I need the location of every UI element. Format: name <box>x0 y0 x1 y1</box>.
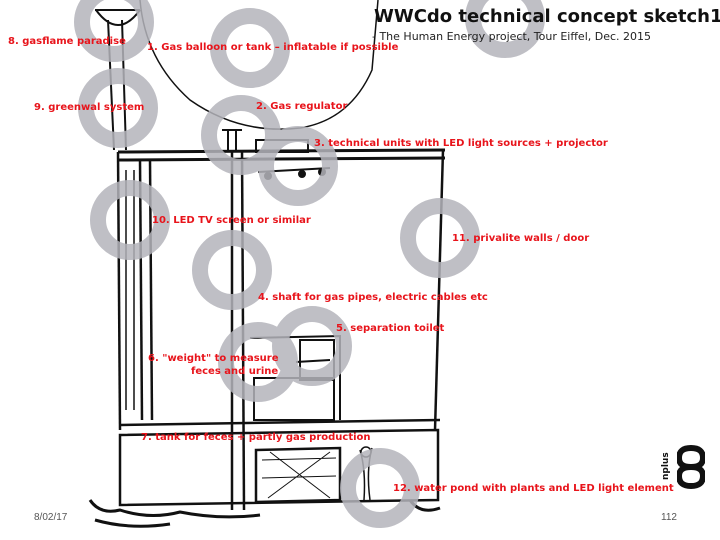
label-8: 8. gasflame paradise <box>8 36 126 47</box>
cabin-walls <box>116 149 445 511</box>
page-number: 112 <box>661 512 677 523</box>
label-6: 6. "weight" to measure <box>148 353 279 364</box>
marker-11 <box>400 198 480 278</box>
label-1: 1. Gas balloon or tank – inflatable if p… <box>147 42 399 53</box>
marker-circles <box>74 0 545 528</box>
logo-text: nplus <box>661 452 671 480</box>
label-11: 11. privalite walls / door <box>452 233 590 244</box>
marker-12 <box>340 448 420 528</box>
page-title: WWCdo technical concept sketch1 <box>374 6 720 27</box>
label-4: 4. shaft for gas pipes, electric cables … <box>258 292 488 303</box>
label-10: 10. LED TV screen or similar <box>152 215 311 226</box>
label-3: 3. technical units with LED light source… <box>314 138 608 149</box>
label-7: 7. tank for feces + partly gas productio… <box>141 432 371 443</box>
marker-top <box>465 0 545 58</box>
marker-6 <box>218 322 298 402</box>
marker-9 <box>78 68 158 148</box>
label-9: 9. greenwal system <box>34 102 145 113</box>
brand-logo: nplus <box>661 438 705 494</box>
marker-3 <box>258 126 338 206</box>
label-6-continued: feces and urine <box>191 366 279 377</box>
gasflame-pipe <box>95 9 141 151</box>
label-5: 5. separation toilet <box>336 323 445 334</box>
footer-date: 8/02/17 <box>34 512 68 523</box>
feces-tank <box>118 428 440 507</box>
marker-4 <box>192 230 272 310</box>
marker-8 <box>74 0 154 62</box>
label-12: 12. water pond with plants and LED light… <box>393 483 674 494</box>
page-subtitle: - The Human Energy project, Tour Eiffel,… <box>372 30 652 43</box>
marker-1 <box>210 8 290 88</box>
gas-balloon-outline <box>139 0 379 130</box>
gas-regulator <box>222 129 242 150</box>
label-2: 2. Gas regulator <box>256 101 348 112</box>
marker-10 <box>90 180 170 260</box>
infinity-loop-icon <box>677 444 705 490</box>
tv-screen <box>125 170 135 410</box>
